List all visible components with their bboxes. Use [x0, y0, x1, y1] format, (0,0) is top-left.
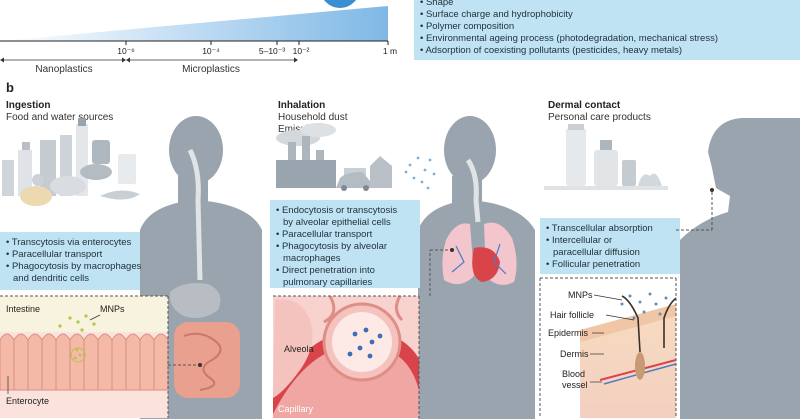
ingestion-title: Ingestion — [6, 100, 50, 111]
intestine-icon — [174, 322, 240, 398]
ingestion-subtitle: Food and water sources — [6, 112, 113, 123]
mnp-particles — [58, 314, 96, 360]
mechanism-item: • Phagocytosis by alveolar — [276, 241, 387, 252]
mechanism-item-cont: paracellular diffusion — [553, 247, 640, 258]
airborne-particles — [404, 156, 436, 190]
inhalation-mechanism-box: • Endocytosis or transcytosis by alveola… — [270, 200, 420, 288]
mechanism-item: • Transcellular absorption — [546, 223, 653, 234]
mechanism-item-cont: and dendritic cells — [13, 273, 89, 284]
nanoplastics-label: Nanoplastics — [35, 64, 92, 75]
mechanism-item-cont: pulmonary capillaries — [283, 277, 372, 288]
scale-blue-circle — [324, 0, 356, 8]
tick-1e-6: 10⁻⁶ — [117, 46, 134, 56]
mnps-label: MNPs — [100, 304, 125, 314]
blood-vessel-label-1: Blood — [562, 369, 585, 379]
mechanism-item-cont: by alveolar epithelial cells — [283, 217, 391, 228]
mechanism-item: • Endocytosis or transcytosis — [276, 205, 397, 216]
mechanism-item: • Intercellular or — [546, 235, 612, 246]
mechanism-item-cont: macrophages — [283, 253, 341, 264]
dermal-mechanism-box: • Transcellular absorption • Intercellul… — [540, 218, 680, 274]
property-item: • Shape — [420, 0, 453, 8]
tick-1e-4: 10⁻⁴ — [202, 46, 220, 56]
dermis-label: Dermis — [560, 349, 589, 359]
inhalation-subtitle-1: Household dust — [278, 112, 348, 123]
property-item: • Adsorption of coexisting pollutants (p… — [420, 45, 682, 56]
hair-follicle-label: Hair follicle — [550, 310, 594, 320]
size-scale: 10⁻⁶ 10⁻⁴ 5–10⁻³ 10⁻² 1 m Nanoplastics M… — [0, 0, 397, 75]
tick-1m: 1 m — [383, 46, 397, 56]
skin-inset: MNPs Hair follicle Epidermis Dermis Bloo… — [539, 188, 714, 418]
factory-city-illustration — [276, 123, 392, 191]
stomach-icon — [169, 283, 221, 318]
mechanism-item: • Follicular penetration — [546, 259, 640, 270]
enterocyte-label: Enterocyte — [6, 396, 49, 406]
person-silhouette-dermal — [680, 118, 800, 419]
mechanism-item: • Transcytosis via enterocytes — [6, 237, 132, 248]
property-item: • Environmental ageing process (photodeg… — [420, 33, 718, 44]
left-lung-icon — [442, 223, 474, 285]
tick-1e-2: 10⁻² — [293, 46, 310, 56]
property-item: • Surface charge and hydrophobicity — [420, 9, 573, 20]
mnp-particles — [620, 292, 668, 320]
personal-care-products-illustration — [544, 124, 668, 190]
epidermis-label: Epidermis — [548, 328, 589, 338]
mechanism-item: • Paracellular transport — [276, 229, 373, 240]
properties-box: • Shape • Surface charge and hydrophobic… — [414, 0, 800, 60]
skin-mnps-label: MNPs — [568, 290, 593, 300]
heart-icon — [472, 247, 500, 282]
microplastics-label: Microplastics — [182, 64, 240, 75]
lungs — [442, 158, 517, 285]
food-items-illustration — [2, 118, 140, 206]
mechanism-item: • Phagocytosis by macrophages — [6, 261, 142, 272]
inhalation-title: Inhalation — [278, 100, 325, 111]
mechanism-item: • Paracellular transport — [6, 249, 103, 260]
alveolus-inset: Alveola Capillary — [273, 248, 454, 418]
intestine-inset: Intestine MNPs Enterocyte — [0, 295, 202, 418]
capillary-label: Capillary — [278, 404, 314, 414]
digestive-tract — [169, 148, 240, 398]
property-item: • Polymer composition — [420, 21, 514, 32]
panel-label: b — [6, 80, 14, 95]
size-wedge — [0, 6, 388, 41]
dermal-title: Dermal contact — [548, 100, 621, 111]
ingestion-mechanism-box: • Transcytosis via enterocytes • Paracel… — [0, 232, 142, 290]
mnp-particles — [347, 327, 383, 359]
dermal-subtitle: Personal care products — [548, 112, 651, 123]
blood-vessel-label-2: vessel — [562, 380, 588, 390]
alveola-label: Alveola — [284, 344, 314, 354]
intestine-label: Intestine — [6, 304, 40, 314]
mechanism-item: • Direct penetration into — [276, 265, 375, 276]
tick-5e-3: 5–10⁻³ — [259, 46, 285, 56]
